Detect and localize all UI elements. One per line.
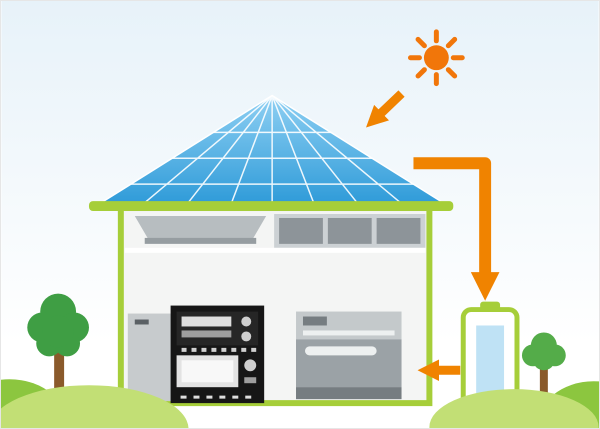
tree-right — [521, 332, 566, 402]
sun-icon — [407, 29, 465, 87]
appliance-display — [181, 316, 232, 327]
sun-rays — [407, 29, 465, 87]
dishwasher-groove — [302, 330, 395, 336]
floor-divider — [124, 247, 426, 253]
roof-eave — [88, 201, 454, 212]
dishwasher-kickplate — [296, 387, 402, 400]
panel-grid-line — [229, 95, 273, 207]
dishwasher-handle — [302, 316, 327, 326]
microwave-window — [181, 360, 234, 383]
sun-core — [423, 45, 449, 71]
panel-grid-line — [271, 95, 361, 207]
bush-right — [429, 389, 599, 428]
sun-ray — [415, 36, 427, 49]
upper-window-pane — [376, 217, 421, 244]
tree-trunk — [539, 367, 548, 402]
appliance-display-secondary — [181, 330, 232, 338]
vent-hood-lip — [144, 237, 257, 244]
dishwasher-door-slot — [304, 346, 377, 356]
cabinet-handle — [134, 319, 149, 325]
arrow-sun-to-roof — [366, 90, 405, 128]
microwave-knob — [244, 359, 257, 372]
vent-hood — [134, 215, 267, 240]
arrow-roof-to-battery — [413, 157, 500, 301]
battery-unit — [460, 301, 520, 408]
tree-trunk — [54, 351, 65, 402]
tree-canopy — [521, 332, 566, 371]
microwave-button — [244, 377, 257, 384]
upper-window-pane — [327, 217, 372, 244]
panel-grid-line — [271, 95, 316, 207]
canopy-blob — [42, 315, 75, 348]
panel-grid-line — [184, 95, 273, 207]
appliance-knob — [241, 331, 252, 342]
canopy-blob — [532, 348, 555, 371]
sun-ray — [445, 67, 458, 79]
dishwasher — [296, 311, 402, 400]
panel-grid-line — [271, 95, 405, 207]
house — [117, 205, 433, 407]
sun-ray — [415, 67, 427, 79]
appliance-stack — [170, 305, 265, 404]
tree-left — [27, 293, 89, 402]
upper-window-pane — [279, 217, 323, 244]
sun-ray — [445, 36, 458, 49]
tree-canopy — [27, 293, 89, 357]
battery-cell — [476, 325, 505, 394]
kitchen-cabinet — [127, 313, 172, 402]
panel-grid-line — [140, 95, 273, 207]
bush-left — [1, 385, 189, 428]
appliance-knob — [241, 316, 252, 327]
